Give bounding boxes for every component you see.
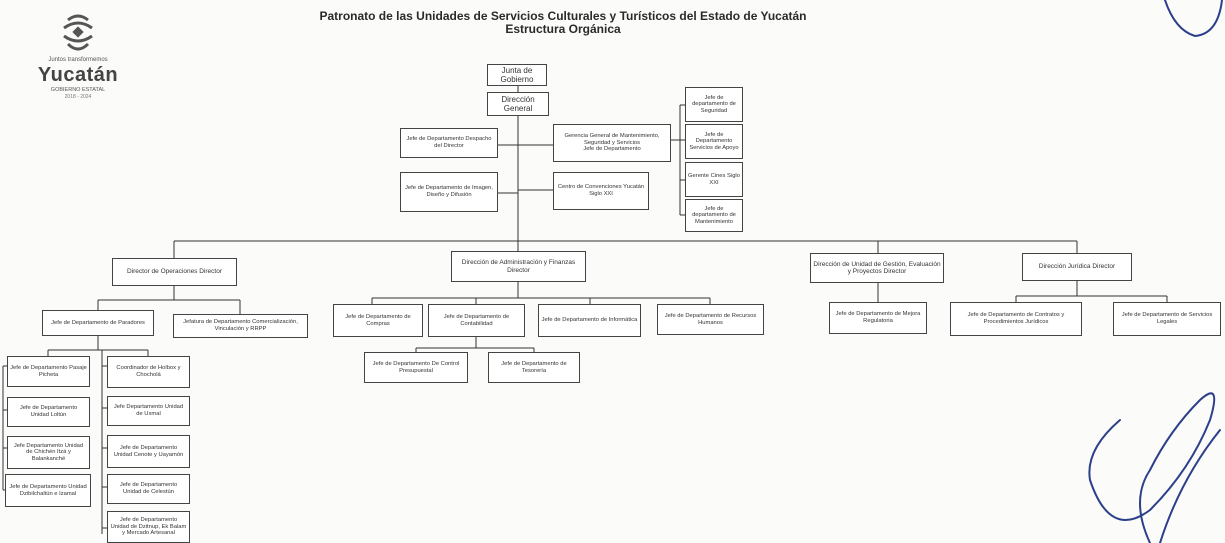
box-label: Centro de Convenciones Yucatán Siglo XXI — [557, 184, 645, 197]
box-label: Jefe de Departamento Servicios de Apoyo — [689, 131, 739, 151]
box-centro-convenciones: Centro de Convenciones Yucatán Siglo XXI — [553, 172, 649, 210]
logo-tagline: Juntos transformemos — [48, 57, 108, 63]
box-label: Dirección de Unidad de Gestión, Evaluaci… — [813, 260, 941, 275]
box-label: Coordinador de Holbox y Chocholá — [116, 365, 181, 378]
box-label: Jefe de Departamento Unidad Loltún — [19, 405, 78, 418]
logo-name: Yucatán — [37, 64, 119, 86]
box-label: Jefe de Departamento de Paradores — [51, 319, 145, 326]
box-label: Dirección Jurídica Director — [1038, 263, 1116, 271]
box-label: Junta de Gobierno — [500, 65, 534, 84]
box-label: Director de Operaciones Director — [126, 268, 222, 276]
box-label: Jefe Departamento Unidad de Uxmal — [113, 404, 184, 417]
box-label: Gerencia General de Mantenimiento, Segur… — [564, 133, 660, 146]
logo-years: 2018 - 2024 — [64, 94, 92, 100]
page-title: Patronato de las Unidades de Servicios C… — [319, 9, 807, 23]
box-label: Jefe de Departamento de Contratos y Proc… — [967, 312, 1065, 325]
box-loltun: Jefe de Departamento Unidad Loltún — [7, 397, 90, 427]
yucatan-emblem-icon — [63, 14, 93, 51]
box-label: Jefe de departamento de Mantenimiento — [692, 205, 736, 225]
box-label: Jefe de Departamento de Servicios Legale… — [1121, 312, 1213, 325]
box-cenote: Jefe de Departamento Unidad Cenote y Uay… — [107, 435, 190, 468]
box-direccion-administracion: Dirección de Administración y Finanzas D… — [451, 251, 586, 282]
box-control-presupuestal: Jefe de Departamento De Control Presupue… — [364, 352, 468, 383]
box-label: Jefe de Departamento de Compras — [345, 313, 411, 327]
box-label: Jefe de Departamento Despacho del Direct… — [406, 136, 492, 149]
box-label: Jefe de departamento de Seguridad — [692, 94, 736, 114]
box-label: Jefe de Departamento de Informática — [541, 317, 638, 324]
box-despacho: Jefe de Departamento Despacho del Direct… — [400, 128, 498, 158]
box-mantenimiento: Jefe de departamento de Mantenimiento — [685, 199, 743, 232]
box-contabilidad: Jefe de Departamento de Contabilidad — [428, 304, 525, 337]
box-label: Jefe de Departamento de Contabilidad — [443, 313, 510, 327]
box-label: Jefe de Departamento Unidad de Dzitnup, … — [110, 517, 187, 537]
box-label: Jefe de Departamento de Imagen, Diseño y… — [405, 185, 493, 198]
box-label: Jefe Departamento Unidad de Chichén Itzá… — [13, 442, 84, 462]
box-label: Jefe de Departamento Unidad de Celestún — [119, 482, 178, 495]
box-tesoreria: Jefe de Departamento de Tesorería — [488, 352, 580, 383]
box-mejora-regulatoria: Jefe de Departamento de Mejora Regulator… — [829, 302, 927, 334]
box-holbox: Coordinador de Holbox y Chocholá — [107, 356, 190, 388]
box-imagen: Jefe de Departamento de Imagen, Diseño y… — [400, 172, 498, 212]
box-label: Jefe de Departamento Unidad Dzibilchaltú… — [9, 483, 87, 497]
box-pasaje-picheta: Jefe de Departamento Pasaje Picheta — [7, 356, 90, 387]
page-subtitle: Estructura Orgánica — [505, 22, 621, 36]
box-label: Jefe de Departamento Unidad Cenote y Uay… — [113, 444, 184, 458]
box-comercializacion: Jefatura de Departamento Comercializació… — [173, 314, 308, 338]
box-cines: Gerente Cines Siglo XXI — [685, 162, 743, 197]
box-label: Jefe de Departamento de Mejora Regulator… — [835, 311, 921, 324]
box-label: Jefe de Departamento De Control Presupue… — [372, 360, 460, 374]
box-contratos: Jefe de Departamento de Contratos y Proc… — [950, 302, 1082, 336]
box-compras: Jefe de Departamento de Compras — [333, 304, 423, 337]
box-seguridad: Jefe de departamento de Seguridad — [685, 87, 743, 122]
box-director-operaciones: Director de Operaciones Director — [112, 258, 237, 286]
box-dzibilchaltun: Jefe de Departamento Unidad Dzibilchaltú… — [5, 474, 91, 507]
box-label-2: Jefe de Departamento — [583, 146, 641, 153]
box-celestun: Jefe de Departamento Unidad de Celestún — [107, 474, 190, 504]
box-paradores: Jefe de Departamento de Paradores — [42, 310, 154, 336]
box-label: Gerente Cines Siglo XXI — [688, 172, 740, 186]
box-label: Dirección General — [501, 94, 535, 113]
box-direccion-gestion: Dirección de Unidad de Gestión, Evaluaci… — [810, 253, 944, 283]
box-junta-gobierno: Junta de Gobierno — [487, 64, 547, 86]
box-servicios-apoyo: Jefe de Departamento Servicios de Apoyo — [685, 124, 743, 159]
box-informatica: Jefe de Departamento de Informática — [538, 304, 641, 337]
box-gerencia-general: Gerencia General de Mantenimiento, Segur… — [553, 124, 671, 162]
box-label: Jefe de Departamento de Tesorería — [501, 360, 567, 374]
box-label: Jefatura de Departamento Comercializació… — [183, 319, 298, 332]
box-label: Dirección de Administración y Finanzas D… — [461, 259, 576, 274]
box-direccion-juridica: Dirección Jurídica Director — [1022, 253, 1132, 281]
box-label: Jefe de Departamento Pasaje Picheta — [10, 364, 87, 378]
box-direccion-general: Dirección General — [487, 92, 549, 116]
logo-government: GOBIERNO ESTATAL — [50, 87, 106, 93]
yucatan-logo: Juntos transformemos Yucatán GOBIERNO ES… — [18, 14, 138, 110]
box-dzitnup: Jefe de Departamento Unidad de Dzitnup, … — [107, 511, 190, 543]
box-uxmal: Jefe Departamento Unidad de Uxmal — [107, 396, 190, 426]
box-chichen-itza: Jefe Departamento Unidad de Chichén Itzá… — [7, 436, 90, 469]
box-recursos-humanos: Jefe de Departamento de Recursos Humanos — [657, 304, 764, 335]
box-label: Jefe de Departamento de Recursos Humanos — [664, 312, 757, 326]
box-servicios-legales: Jefe de Departamento de Servicios Legale… — [1113, 302, 1221, 336]
